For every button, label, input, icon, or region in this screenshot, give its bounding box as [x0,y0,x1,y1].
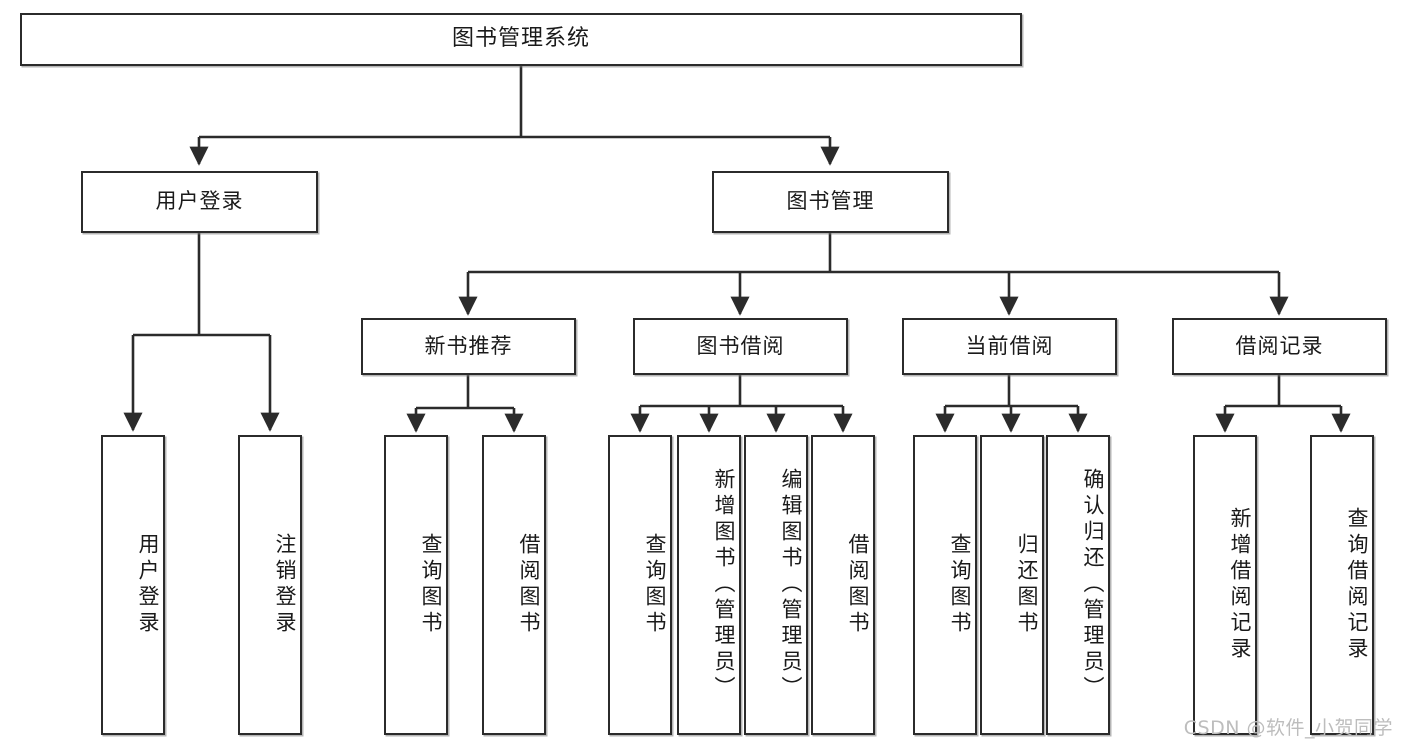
node-new-book-recommend-label: 新书推荐 [424,333,513,358]
leaf-return-book-label: 归还图书 [1015,533,1039,637]
leaf-query-book-2[interactable]: 查询图书 [608,435,672,735]
node-current-borrow-label: 当前借阅 [965,333,1054,358]
node-borrow-record[interactable]: 借阅记录 [1172,318,1387,375]
node-root-label: 图书管理系统 [451,26,590,52]
leaf-borrow-book-1[interactable]: 借阅图书 [482,435,546,735]
leaf-user-login-label: 用户登录 [136,533,160,637]
leaf-return-book[interactable]: 归还图书 [980,435,1044,735]
leaf-borrow-book-1-label: 借阅图书 [517,533,541,637]
leaf-borrow-book-2[interactable]: 借阅图书 [811,435,875,735]
leaf-query-book-3[interactable]: 查询图书 [913,435,977,735]
leaf-query-book-1[interactable]: 查询图书 [384,435,448,735]
node-book-borrow[interactable]: 图书借阅 [633,318,848,375]
leaf-add-record[interactable]: 新增借阅记录 [1193,435,1257,735]
leaf-query-book-3-label: 查询图书 [948,533,972,637]
leaf-add-book-label: 新增图书（管理员） [712,468,736,702]
leaf-query-book-1-label: 查询图书 [419,533,443,637]
node-book-management-label: 图书管理 [786,189,875,214]
leaf-edit-book[interactable]: 编辑图书（管理员） [744,435,808,735]
node-book-borrow-label: 图书借阅 [696,333,785,358]
leaf-user-logout-label: 注销登录 [273,533,297,637]
node-user-login-label: 用户登录 [155,189,244,214]
node-book-management[interactable]: 图书管理 [712,171,949,233]
leaf-query-record-label: 查询借阅记录 [1345,507,1369,663]
node-root[interactable]: 图书管理系统 [20,13,1022,66]
node-new-book-recommend[interactable]: 新书推荐 [361,318,576,375]
leaf-edit-book-label: 编辑图书（管理员） [779,468,803,702]
leaf-borrow-book-2-label: 借阅图书 [846,533,870,637]
leaf-query-record[interactable]: 查询借阅记录 [1310,435,1374,735]
node-borrow-record-label: 借阅记录 [1235,333,1324,358]
leaf-add-book[interactable]: 新增图书（管理员） [677,435,741,735]
watermark: CSDN @软件_小贺同学 [1183,717,1393,739]
leaf-user-logout[interactable]: 注销登录 [238,435,302,735]
leaf-confirm-return-label: 确认归还（管理员） [1081,468,1105,702]
leaf-confirm-return[interactable]: 确认归还（管理员） [1046,435,1110,735]
leaf-user-login[interactable]: 用户登录 [101,435,165,735]
leaf-query-book-2-label: 查询图书 [643,533,667,637]
leaf-add-record-label: 新增借阅记录 [1228,507,1252,663]
node-current-borrow[interactable]: 当前借阅 [902,318,1117,375]
node-user-login[interactable]: 用户登录 [81,171,318,233]
